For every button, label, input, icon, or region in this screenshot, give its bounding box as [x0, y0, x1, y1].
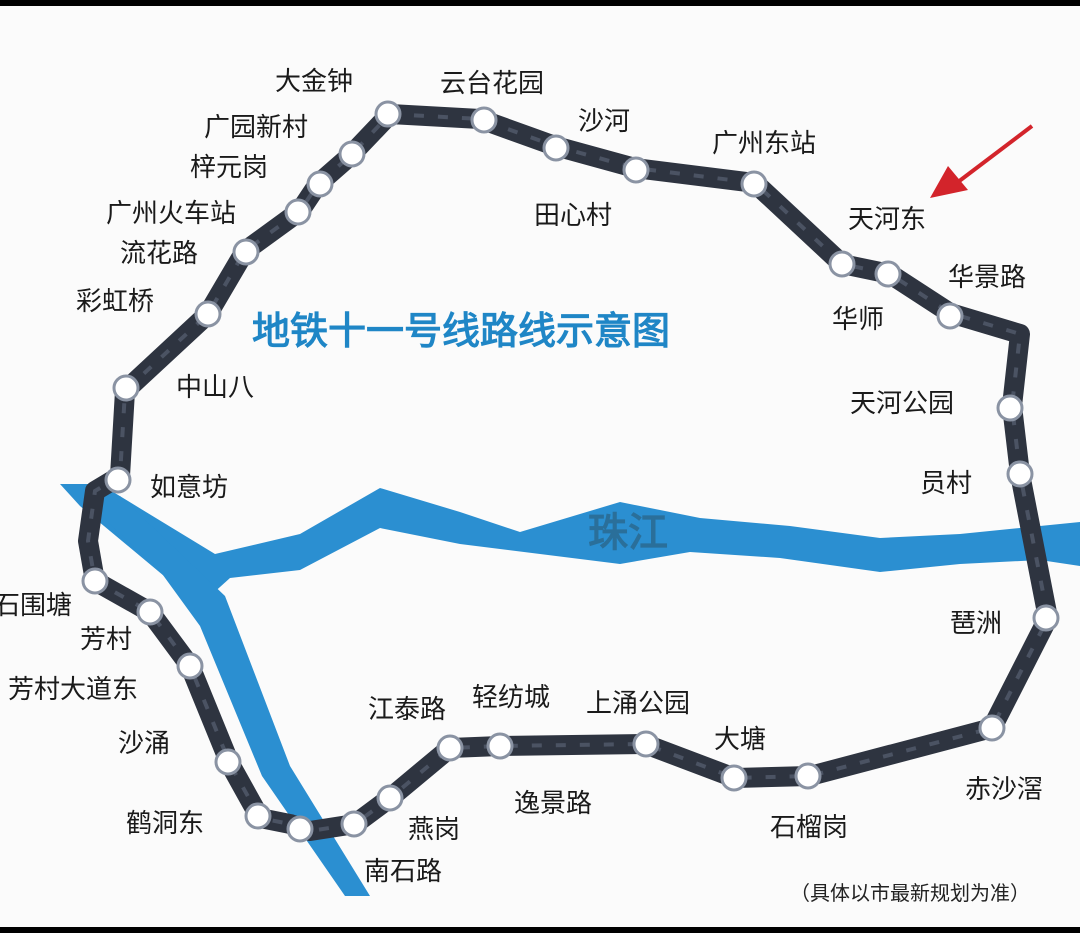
station-label[interactable]: 石围塘 [0, 591, 72, 621]
station-label[interactable]: 广州东站 [712, 129, 816, 159]
station-marker[interactable] [996, 394, 1024, 422]
station-label[interactable]: 天河公园 [850, 389, 954, 419]
station-label[interactable]: 江泰路 [368, 695, 446, 725]
station-label[interactable]: 芳村大道东 [8, 675, 138, 705]
station-label[interactable]: 华景路 [948, 263, 1026, 293]
station-label[interactable]: 广州火车站 [106, 199, 236, 229]
station-label[interactable]: 田心村 [534, 201, 612, 231]
station-marker[interactable] [978, 714, 1006, 742]
station-label[interactable]: 上涌公园 [586, 689, 690, 719]
station-label[interactable]: 天河东 [848, 205, 926, 235]
station-marker[interactable] [936, 302, 964, 330]
station-marker[interactable] [828, 250, 856, 278]
station-marker[interactable] [338, 140, 366, 168]
station-markers [81, 100, 1060, 843]
station-label[interactable]: 流花路 [120, 239, 198, 269]
station-marker[interactable] [286, 815, 314, 843]
metro-map[interactable]: 地铁十一号线路线示意图 珠江 大金钟 云台花园 沙河 田心村 广州东站 天河东 … [0, 6, 1080, 927]
station-marker[interactable] [340, 810, 368, 838]
station-marker[interactable] [284, 198, 312, 226]
station-label[interactable]: 沙涌 [118, 729, 170, 759]
station-marker[interactable] [794, 762, 822, 790]
station-marker[interactable] [232, 238, 260, 266]
station-marker[interactable] [376, 784, 404, 812]
station-label[interactable]: 梓元岗 [190, 153, 268, 183]
station-marker[interactable] [436, 734, 464, 762]
station-marker[interactable] [374, 100, 402, 128]
station-label[interactable]: 南石路 [364, 857, 442, 887]
river-branch [80, 496, 370, 896]
planning-note: （具体以市最新规划为准） [790, 881, 1030, 905]
station-label[interactable]: 琶洲 [950, 609, 1002, 639]
station-marker[interactable] [720, 764, 748, 792]
station-marker[interactable] [874, 260, 902, 288]
station-marker[interactable] [136, 598, 164, 626]
river-label: 珠江 [588, 510, 668, 556]
station-marker[interactable] [632, 730, 660, 758]
station-marker[interactable] [542, 134, 570, 162]
station-marker[interactable] [244, 802, 272, 830]
station-marker[interactable] [104, 466, 132, 494]
station-marker[interactable] [1006, 460, 1034, 488]
station-marker[interactable] [112, 374, 140, 402]
station-label[interactable]: 赤沙滘 [965, 775, 1043, 805]
station-label[interactable]: 云台花园 [440, 69, 544, 99]
station-label[interactable]: 石榴岗 [770, 813, 848, 843]
station-label[interactable]: 轻纺城 [472, 683, 550, 713]
station-marker[interactable] [214, 748, 242, 776]
station-marker[interactable] [740, 170, 768, 198]
station-label[interactable]: 芳村 [80, 625, 132, 655]
station-marker[interactable] [486, 732, 514, 760]
station-label[interactable]: 鹤洞东 [126, 809, 204, 839]
station-label[interactable]: 大金钟 [275, 67, 353, 97]
pearl-river [60, 484, 1080, 606]
station-marker[interactable] [470, 106, 498, 134]
highlight-arrow [930, 124, 1034, 198]
station-marker[interactable] [194, 300, 222, 328]
station-label[interactable]: 华师 [832, 305, 884, 335]
map-canvas: 地铁十一号线路线示意图 珠江 大金钟 云台花园 沙河 田心村 广州东站 天河东 … [0, 67, 1080, 905]
station-label[interactable]: 中山八 [176, 373, 254, 403]
station-label[interactable]: 大塘 [714, 725, 766, 755]
station-marker[interactable] [622, 156, 650, 184]
station-marker[interactable] [81, 567, 109, 595]
station-label[interactable]: 员村 [920, 469, 972, 499]
station-marker[interactable] [1032, 604, 1060, 632]
station-marker[interactable] [176, 652, 204, 680]
station-label[interactable]: 逸景路 [514, 789, 592, 819]
station-marker[interactable] [306, 170, 334, 198]
station-label[interactable]: 沙河 [578, 107, 630, 137]
map-title: 地铁十一号线路线示意图 [252, 309, 670, 353]
station-label[interactable]: 如意坊 [150, 473, 228, 503]
station-label[interactable]: 燕岗 [408, 815, 460, 845]
station-label[interactable]: 广园新村 [204, 113, 308, 143]
station-label[interactable]: 彩虹桥 [76, 287, 154, 317]
